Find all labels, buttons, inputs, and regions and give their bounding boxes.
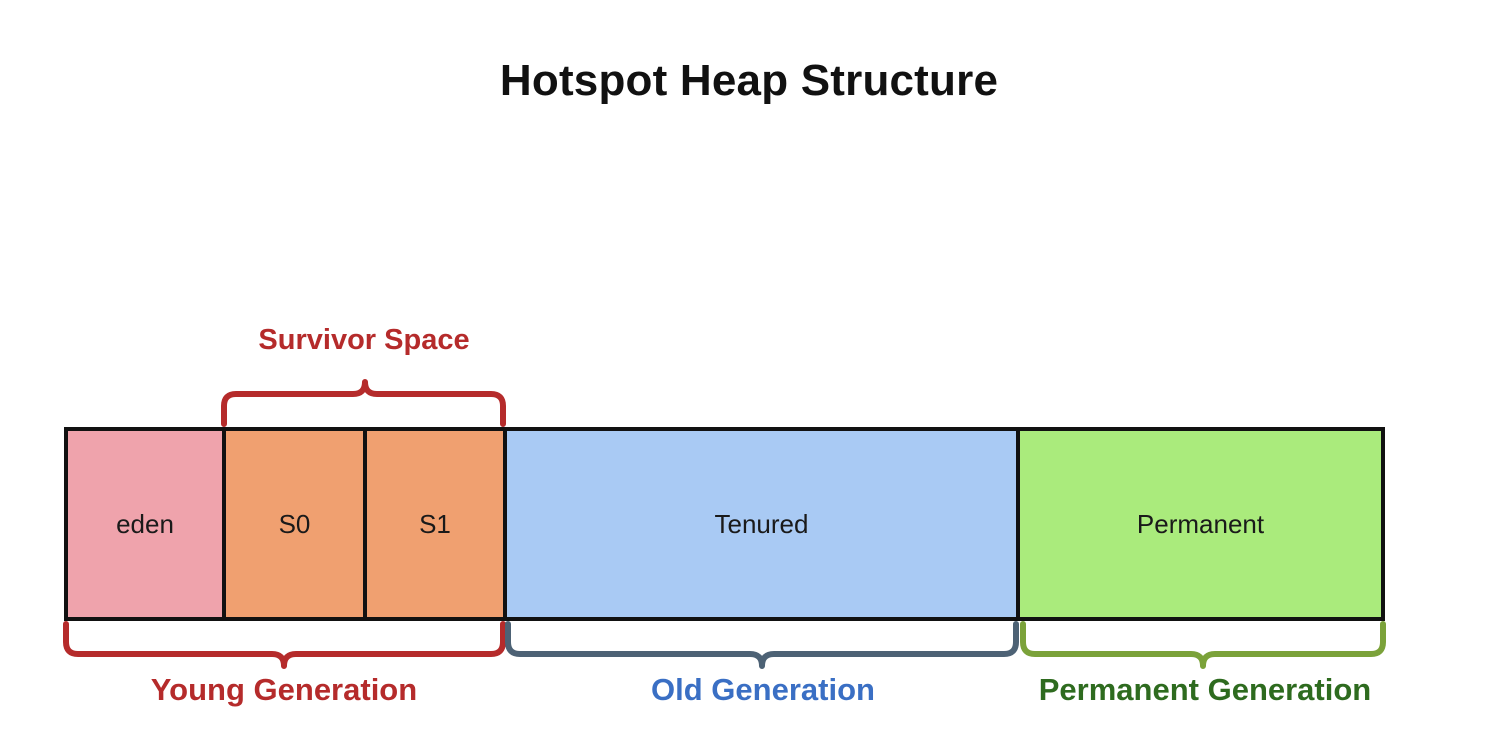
heap-segment-permanent[interactable]: Permanent xyxy=(1020,431,1381,617)
heap-segment-eden[interactable]: eden xyxy=(68,431,226,617)
permanent-generation-brace xyxy=(1020,621,1386,669)
old-generation-label: Old Generation xyxy=(651,672,875,707)
heap-bar: eden S0 S1 Tenured Permanent xyxy=(64,427,1385,621)
heap-segment-s0-label: S0 xyxy=(278,508,311,539)
heap-segment-tenured[interactable]: Tenured xyxy=(507,431,1020,617)
heap-segment-eden-label: eden xyxy=(116,508,174,539)
survivor-space-label: Survivor Space xyxy=(258,324,470,356)
heap-segment-s1-label: S1 xyxy=(419,508,451,539)
heap-segment-permanent-label: Permanent xyxy=(1136,508,1265,539)
heap-segment-s1[interactable]: S1 xyxy=(367,431,507,617)
young-generation-brace xyxy=(63,621,506,669)
old-generation-brace xyxy=(505,621,1019,669)
survivor-space-brace xyxy=(221,379,506,427)
heap-segment-s0[interactable]: S0 xyxy=(226,431,367,617)
heap-segment-tenured-label: Tenured xyxy=(714,508,809,539)
young-generation-label: Young Generation xyxy=(150,672,418,707)
page-title: Hotspot Heap Structure xyxy=(499,56,999,105)
permanent-generation-label: Permanent Generation xyxy=(1038,672,1372,707)
